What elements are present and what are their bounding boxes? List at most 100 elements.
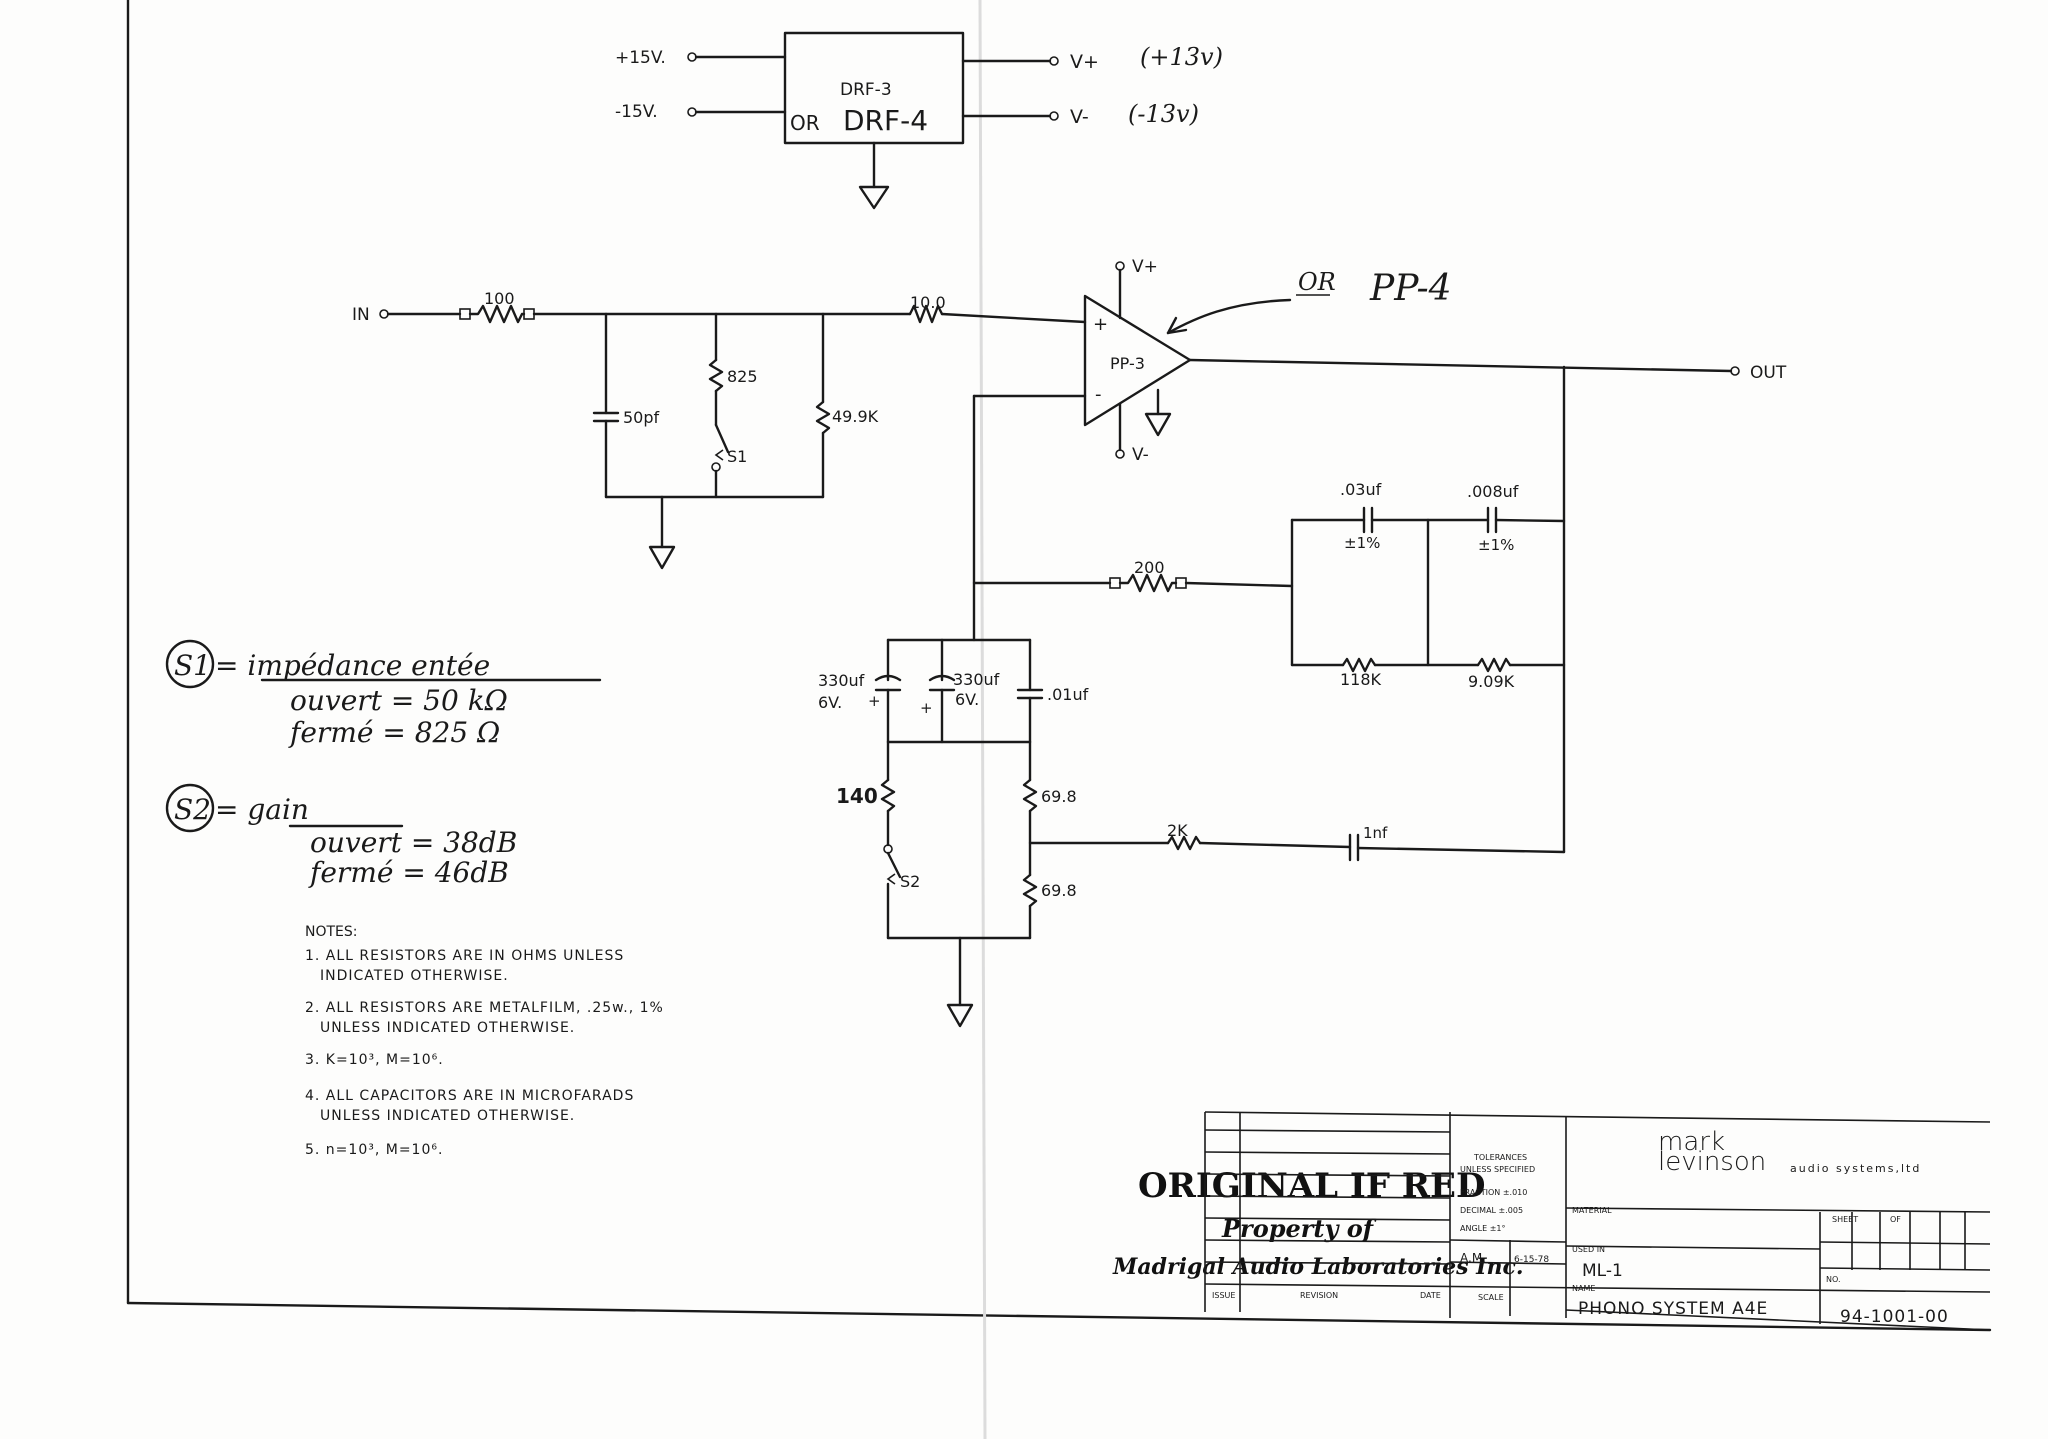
notes-block: NOTES: 1. ALL RESISTORS ARE IN OHMS UNLE… [305, 924, 663, 1158]
note-1a: 1. ALL RESISTORS ARE IN OHMS UNLESS [305, 948, 624, 964]
cap-330b-volt: 6V. [955, 690, 979, 709]
power-out-neg: V- [1070, 106, 1089, 128]
title-block: TOLERANCES UNLESS SPECIFIED FRACTION ±.0… [1204, 1111, 1991, 1331]
note-1b: INDICATED OTHERWISE. [320, 968, 509, 984]
note-4b: UNLESS INDICATED OTHERWISE. [320, 1108, 575, 1124]
power-out-neg-note: (-13v) [1128, 100, 1199, 128]
resistor-118k [1341, 657, 1377, 673]
tb-used-in-label: USED IN [1572, 1245, 1605, 1254]
cap-1nf-label: 1nf [1363, 824, 1388, 842]
resistor-49k [815, 400, 831, 435]
output-label: OUT [1750, 363, 1787, 383]
opamp-pp3: + - PP-3 V+ V- OR PP-4 [1083, 257, 1452, 465]
resistor-2k [1166, 835, 1202, 851]
resistor-200 [1118, 573, 1178, 593]
power-in-pos: +15V. [615, 48, 666, 68]
cap-03-tol: ±1% [1344, 534, 1380, 552]
module-name-2: DRF-4 [843, 104, 928, 137]
logo-line-1: mark [1658, 1127, 1725, 1157]
r-698a-label: 69.8 [1041, 787, 1077, 806]
input-network: IN 100 10.0 50pf 825 S1 49.9K [352, 289, 1087, 570]
resistor-69-8-b [1022, 873, 1038, 908]
cap-03-label: .03uf [1340, 480, 1382, 499]
switch-s2 [886, 851, 902, 879]
tb-of: OF [1890, 1215, 1901, 1224]
switch2-label: S2 [900, 872, 920, 891]
tb-material: MATERIAL [1572, 1206, 1612, 1215]
tb-date-label: DATE [1420, 1291, 1441, 1300]
tb-part-no: 94-1001-00 [1840, 1307, 1949, 1327]
stamp-line-3: Madrigal Audio Laboratories Inc. [1112, 1254, 1524, 1280]
module-name-1: DRF-3 [840, 80, 892, 100]
power-out-pos-note: (+13v) [1140, 43, 1223, 71]
note-4a: 4. ALL CAPACITORS ARE IN MICROFARADS [305, 1088, 634, 1104]
resistor-69-8-a [1022, 778, 1038, 813]
tb-issue: ISSUE [1212, 1291, 1235, 1300]
r-140-label: 140 [836, 784, 878, 808]
opamp-name: PP-3 [1110, 354, 1145, 373]
cap-330a-label: 330uf [818, 671, 865, 690]
resistor-100 [468, 304, 526, 324]
resistor-140 [880, 778, 896, 813]
cap-01-label: .01uf [1047, 685, 1089, 704]
power-module: DRF-3 OR DRF-4 +15V. -15V. V+ (+13v) V- … [615, 31, 1223, 210]
s2-circle-text: S2 [174, 793, 211, 826]
tb-tol-1: TOLERANCES [1473, 1153, 1527, 1162]
opamp-alt-or: OR [1298, 268, 1336, 296]
switch-s1 [714, 423, 730, 454]
tb-drawn-by: A.M. [1460, 1251, 1486, 1265]
tb-date: 6-15-78 [1514, 1255, 1549, 1265]
power-in-neg: -15V. [615, 102, 658, 122]
r-series-label: 10.0 [910, 293, 946, 312]
tb-used-in: ML-1 [1582, 1261, 1623, 1281]
cap-008-tol: ±1% [1478, 536, 1514, 554]
paper-fold [978, 0, 987, 1439]
input-label: IN [352, 305, 370, 325]
opamp-alt-name: PP-4 [1369, 268, 1452, 309]
r-118-label: 118K [1340, 670, 1382, 689]
module-or: OR [790, 111, 820, 135]
s1-title: = impédance entée [215, 649, 490, 682]
tb-name: PHONO SYSTEM A4E [1578, 1299, 1768, 1319]
resistor-825 [708, 358, 724, 393]
output: OUT [1188, 358, 1787, 383]
tb-decimal: DECIMAL ±.005 [1460, 1206, 1523, 1215]
cap-330b-label: 330uf [953, 670, 1000, 689]
tb-scale: SCALE [1478, 1293, 1504, 1302]
r-825-label: 825 [727, 367, 758, 386]
tb-fraction: FRACTION ±.010 [1460, 1188, 1527, 1197]
tb-angle: ANGLE ±1° [1460, 1224, 1506, 1233]
feedback-network: 200 .03uf ±1% .008uf ±1% 118K 9.09K + 33… [818, 365, 1566, 1028]
opamp-vminus: V- [1132, 445, 1149, 465]
stamp-line-1: ORIGINAL IF RED [1138, 1166, 1485, 1206]
mark-levinson-logo: mark levinson audio systems,ltd [1658, 1127, 1919, 1177]
ground-symbol [858, 185, 890, 210]
power-out-pos: V+ [1070, 51, 1099, 73]
stamp: ORIGINAL IF RED Property of Madrigal Aud… [1112, 1166, 1524, 1280]
r-200-label: 200 [1134, 558, 1165, 577]
handwritten-notes: S1 = impédance entée ouvert = 50 kΩ ferm… [165, 639, 602, 889]
r-909-label: 9.09K [1468, 672, 1515, 691]
note-5: 5. n=10³, M=10⁶. [305, 1142, 443, 1158]
ground-symbol [1144, 412, 1172, 437]
r-698b-label: 69.8 [1041, 881, 1077, 900]
tb-no-label: NO. [1826, 1275, 1841, 1284]
resistor-10 [908, 304, 944, 324]
r-in-label: 100 [484, 289, 515, 308]
note-2b: UNLESS INDICATED OTHERWISE. [320, 1020, 575, 1036]
s1-circle-text: S1 [174, 649, 211, 682]
opamp-vplus: V+ [1132, 257, 1158, 277]
opamp-minus-sign: - [1095, 384, 1102, 405]
note-3: 3. K=10³, M=10⁶. [305, 1052, 444, 1068]
s1-closed: fermé = 825 Ω [288, 716, 500, 749]
r-499-label: 49.9K [832, 407, 879, 426]
s1-open: ouvert = 50 kΩ [290, 684, 508, 717]
arrow [1166, 298, 1292, 335]
cap-008-label: .008uf [1467, 482, 1519, 501]
cap-330a-volt: 6V. [818, 693, 842, 712]
opamp-plus-sign: + [1093, 314, 1108, 335]
resistor-909k [1476, 657, 1512, 673]
page-frame [126, 0, 1992, 1439]
